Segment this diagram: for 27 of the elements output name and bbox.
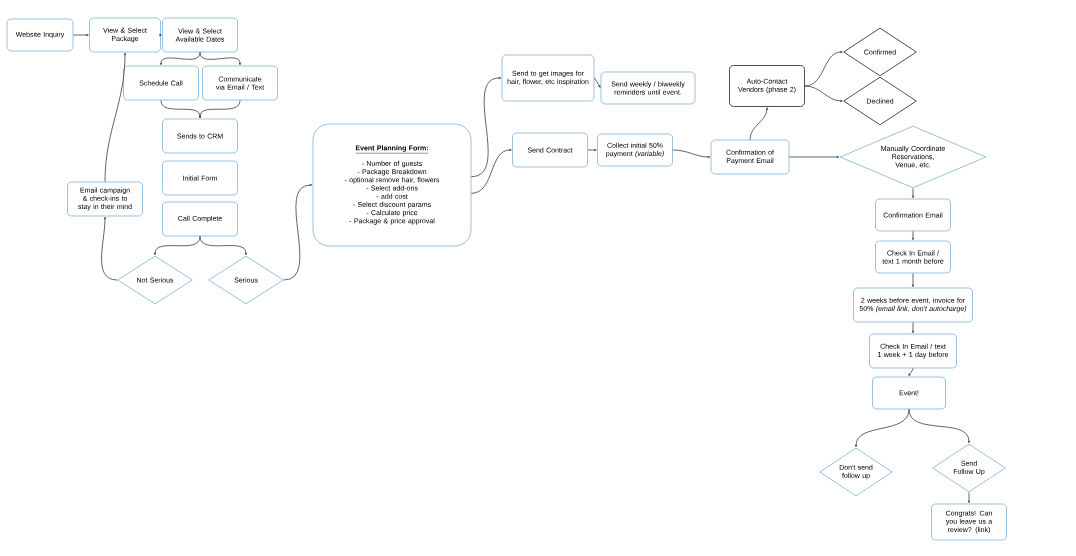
arrow <box>789 155 840 159</box>
arrow <box>672 149 711 159</box>
arrow <box>804 85 843 103</box>
arrow <box>198 100 241 119</box>
arrow <box>967 492 971 504</box>
arrow <box>199 236 248 256</box>
arrow <box>804 50 843 87</box>
arrow <box>908 409 971 444</box>
arrow <box>594 77 601 88</box>
arrow <box>101 216 118 281</box>
arrow <box>159 33 162 37</box>
arrow <box>854 409 910 448</box>
arrow <box>587 148 597 152</box>
arrow <box>104 52 127 182</box>
arrow <box>159 52 201 66</box>
arrow <box>283 183 313 281</box>
arrow <box>471 148 512 194</box>
arrow <box>749 107 769 140</box>
arrow <box>471 76 502 178</box>
arrow <box>73 33 89 37</box>
arrow <box>908 368 914 377</box>
arrow <box>911 188 915 199</box>
arrow <box>153 236 201 256</box>
arrow <box>911 322 915 334</box>
arrow <box>911 273 915 288</box>
arrow <box>911 231 915 241</box>
arrow <box>199 52 242 66</box>
